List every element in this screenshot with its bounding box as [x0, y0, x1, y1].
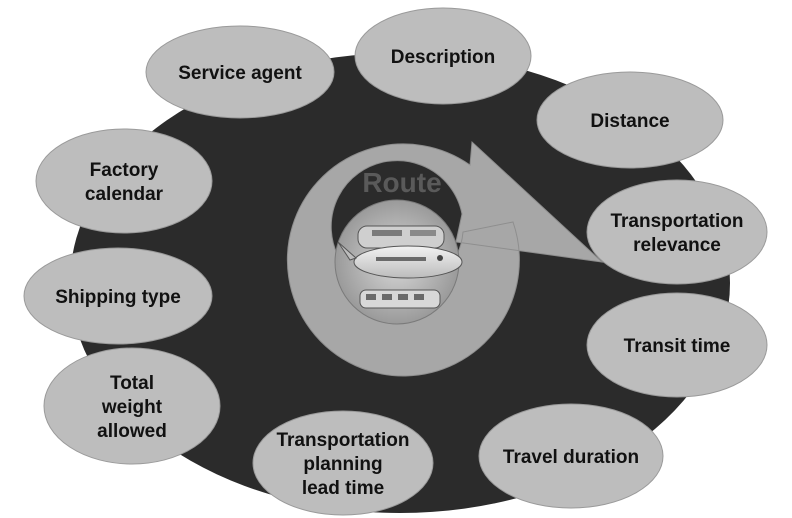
attribute-bubble-distance: Distance [536, 71, 724, 169]
bubble-shape [586, 179, 768, 285]
bubble-shape [35, 128, 213, 234]
bubble-label-line: Factory [90, 160, 159, 181]
bubble-label-line: relevance [633, 235, 721, 256]
bubble-label-line: Distance [590, 111, 669, 132]
transport-vehicles-image [334, 199, 463, 325]
bubble-label-line: calendar [85, 184, 164, 205]
attribute-bubble-travel-duration: Travel duration [478, 403, 664, 509]
bubble-label-line: Shipping type [55, 287, 181, 308]
attribute-bubble-factory-calendar: Factory calendar [35, 128, 213, 234]
bubble-label-line: Description [391, 47, 496, 68]
bubble-label-line: Transit time [624, 336, 731, 357]
bubble-label-line: Transportation [276, 430, 409, 451]
bubble-label-line: lead time [302, 478, 384, 499]
attribute-bubble-transportation-relevance: Transportation relevance [586, 179, 768, 285]
bubble-shape [586, 292, 768, 398]
bubble-label-line: weight [101, 397, 163, 418]
bubble-shape [23, 247, 213, 345]
attribute-bubble-transit-time: Transit time [586, 292, 768, 398]
bubble-label-line: Service agent [178, 63, 302, 84]
bubble-shape [354, 7, 532, 105]
attribute-bubble-total-weight-allowed: Total weight allowed [43, 347, 221, 465]
attribute-bubble-service-agent: Service agent [145, 25, 335, 119]
bubble-shape [252, 410, 434, 516]
bubble-label-line: planning [303, 454, 382, 475]
attribute-bubble-shipping-type: Shipping type [23, 247, 213, 345]
bubble-label-line: allowed [97, 421, 167, 442]
bubble-shape [478, 403, 664, 509]
bubble-shape [43, 347, 221, 465]
bubble-shape [536, 71, 724, 169]
bubble-label-line: Total [110, 373, 154, 394]
bubble-label-line: Transportation [610, 211, 743, 232]
bubble-shape [145, 25, 335, 119]
attribute-bubble-description: Description [354, 7, 532, 105]
attribute-bubble-transportation-planning-lead-time: Transportation planning lead time [252, 410, 434, 516]
route-title: Route [362, 167, 441, 198]
bubble-label-line: Travel duration [503, 447, 639, 468]
